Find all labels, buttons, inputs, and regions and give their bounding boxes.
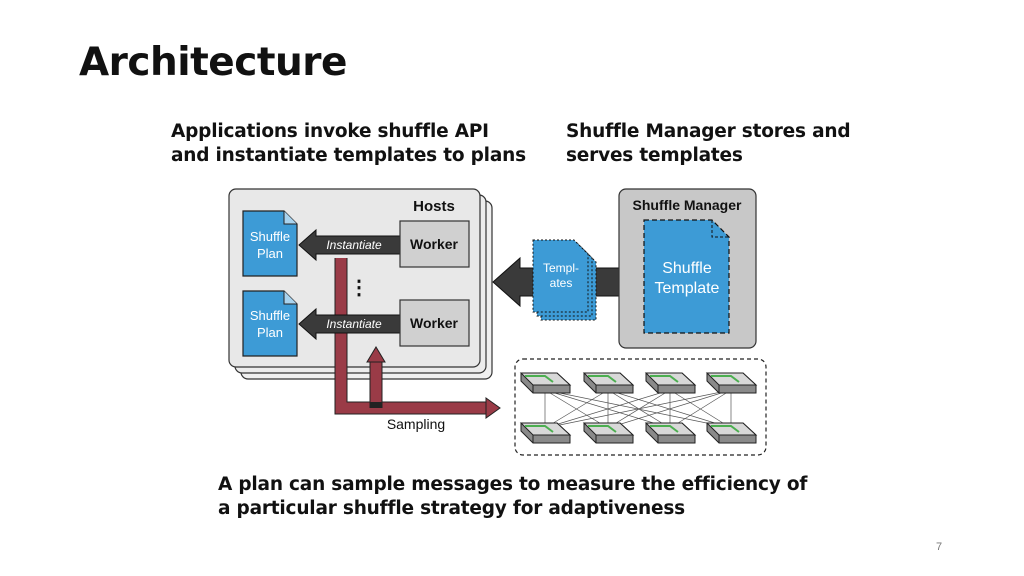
shuffle-template-line2: Template [655, 280, 720, 297]
sampling-label: Sampling [387, 416, 445, 432]
templates-label-line2: ates [550, 276, 573, 290]
instantiate-label-1: Instantiate [326, 238, 382, 252]
more-hosts-ellipsis: ⋮ [349, 277, 369, 299]
page-number: 7 [936, 541, 943, 553]
shuffle-plan-1-line1: Shuffle [250, 229, 290, 244]
shuffle-plan-2-line1: Shuffle [250, 308, 290, 323]
worker-1-label: Worker [410, 236, 459, 252]
templates-doc-stack: Templ- ates [532, 239, 597, 321]
hosts-label: Hosts [413, 198, 455, 215]
slide-title: Architecture [79, 40, 347, 85]
caption-shuffle-manager: Shuffle Manager stores and serves templa… [566, 121, 851, 166]
network-cluster [514, 358, 767, 456]
instantiate-arrow-2: Instantiate [298, 307, 403, 341]
shuffle-plan-2-line2: Plan [257, 325, 283, 340]
shuffle-manager-label: Shuffle Manager [633, 197, 742, 213]
caption-sampling: A plan can sample messages to measure th… [218, 474, 808, 519]
sampling-path [334, 258, 501, 419]
worker-box-2: Worker [399, 299, 470, 347]
instantiate-label-2: Instantiate [326, 317, 382, 331]
shuffle-plan-doc-2: Shuffle Plan [242, 290, 298, 357]
instantiate-arrow-1: Instantiate [298, 228, 403, 262]
caption-applications: Applications invoke shuffle API and inst… [171, 121, 526, 166]
shuffle-manager-box: Shuffle Manager Shuffle Template [618, 188, 757, 349]
templates-label-line1: Templ- [543, 261, 579, 275]
worker-2-label: Worker [410, 315, 459, 331]
network-links [544, 389, 732, 429]
shuffle-template-line1: Shuffle [662, 260, 712, 277]
worker-box-1: Worker [399, 220, 470, 268]
shuffle-plan-doc-1: Shuffle Plan [242, 210, 298, 277]
shuffle-plan-1-line2: Plan [257, 246, 283, 261]
